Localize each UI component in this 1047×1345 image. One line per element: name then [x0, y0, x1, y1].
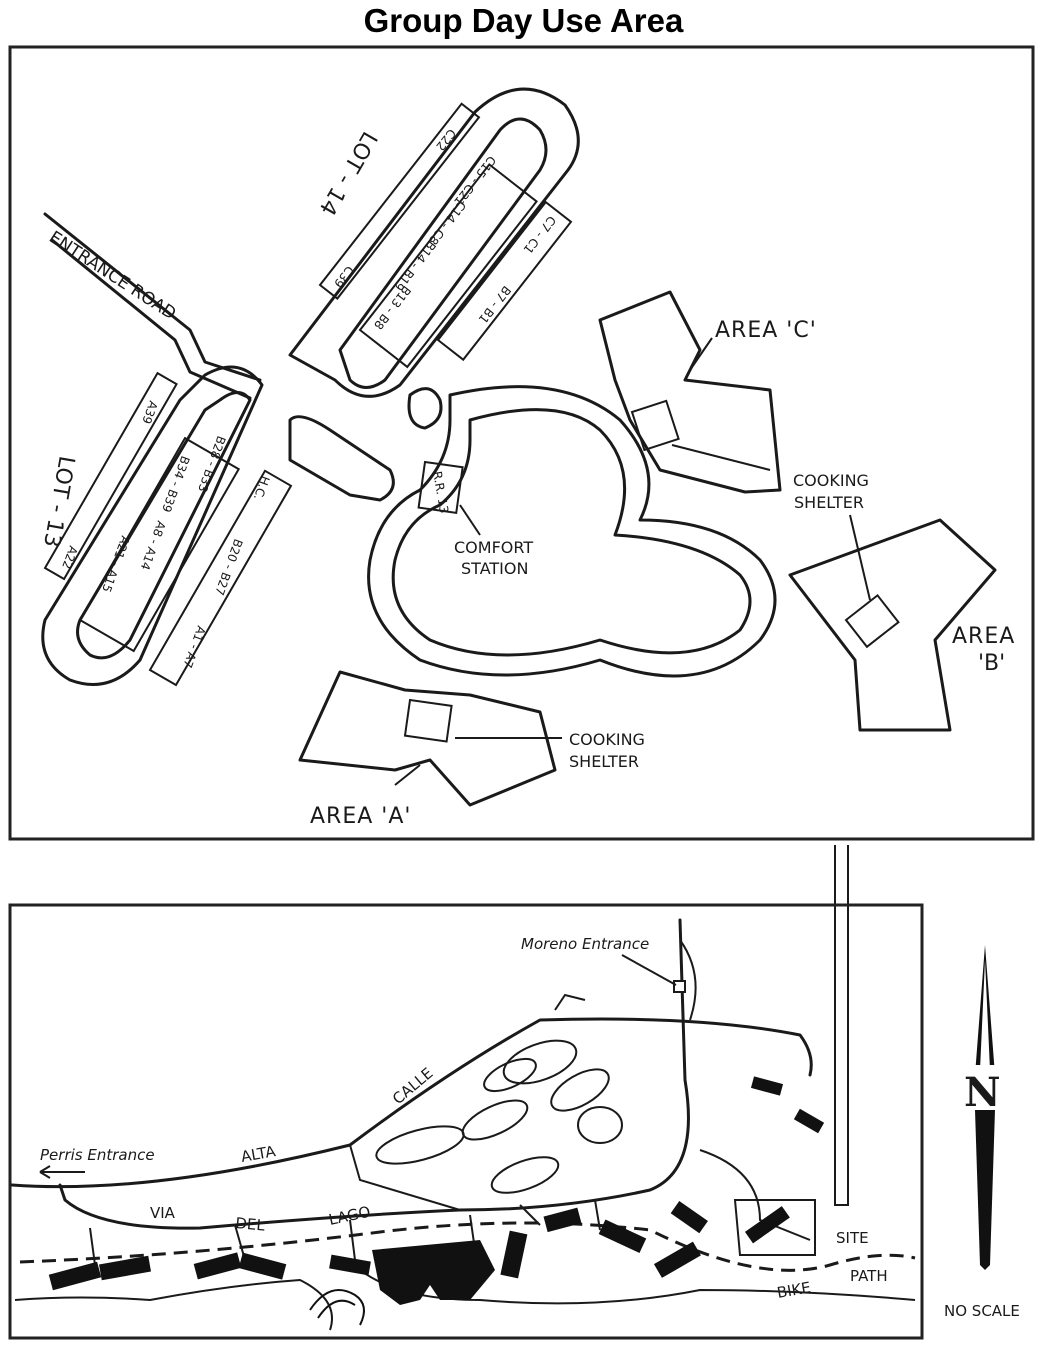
- area-b-zone: [788, 514, 997, 732]
- overview-buildings: [48, 1076, 825, 1305]
- lot-13-space-b20-b27: B20 - B27: [212, 537, 245, 597]
- lot-13-label: LOT - 13: [38, 454, 79, 549]
- road-label-via: VIA: [150, 1204, 176, 1222]
- entrance-road-label: ENTRANCE ROAD: [45, 227, 179, 324]
- perris-entrance-arrow: [39, 1165, 85, 1179]
- lot-14-space-blocks: [318, 102, 573, 369]
- moreno-entrance-label: Moreno Entrance: [521, 935, 649, 953]
- lot-13-space-b28-b33: B28 - B33: [195, 434, 228, 494]
- upper-shelter-marker: [554, 993, 586, 1011]
- overview-roads: [10, 918, 813, 1266]
- area-b-label-line2: 'B': [978, 651, 1005, 676]
- cooking-shelter-a-line1: COOKING: [569, 730, 645, 749]
- area-a-label: AREA 'A': [310, 804, 411, 829]
- lot-14-space-c7-c1: C7 - C1: [521, 213, 559, 256]
- moreno-entrance-gate: [673, 980, 686, 993]
- lot-13-space-a21-a15: A21 - A15: [99, 534, 132, 594]
- area-a-zone: [298, 670, 562, 807]
- comfort-station-label-1: COMFORT: [454, 538, 533, 557]
- road-label-lago: LAGO: [327, 1203, 372, 1229]
- area-b-label-line1: AREA: [952, 624, 1015, 649]
- overview-map-frame: [8, 903, 924, 1340]
- moreno-entrance-leader: [621, 954, 677, 986]
- lot-14-label: LOT - 14: [314, 127, 382, 219]
- north-arrow-icon: [966, 945, 1006, 1270]
- north-label: N: [964, 1069, 1001, 1116]
- detail-connector-line: [834, 845, 849, 1206]
- lot-13-space-a8-a14: A8 - A14: [138, 519, 169, 572]
- cooking-shelter-a-line2: SHELTER: [569, 752, 639, 771]
- site-label: SITE: [836, 1229, 869, 1247]
- comfort-station: [417, 460, 481, 536]
- lot-13-loop: [41, 365, 264, 686]
- site-highlight-box: [733, 1199, 816, 1256]
- bike-path-label-1: BIKE: [776, 1278, 813, 1302]
- road-label-del: DEL: [235, 1214, 266, 1235]
- detail-map-frame: [8, 45, 1035, 841]
- overview-islands: [375, 1039, 623, 1194]
- bike-path: [19, 1221, 916, 1272]
- scale-note: NO SCALE: [944, 1302, 1020, 1320]
- lot-14-loop: [288, 87, 580, 398]
- lot-13-space-b34-b39: B34 - B39: [159, 454, 192, 514]
- area-c-zone: [598, 290, 782, 494]
- cooking-shelter-c-line1: COOKING: [793, 471, 869, 490]
- lot-13-space-blocks: [43, 371, 293, 687]
- bike-path-label-2: PATH: [850, 1267, 888, 1285]
- cooking-shelter-c-line2: SHELTER: [794, 493, 864, 512]
- entrance-road: [43, 212, 262, 400]
- comfort-station-label-2: STATION: [461, 559, 528, 578]
- marina-docks: [309, 1289, 365, 1326]
- lot-13-space-a1-a7: A1 - A7: [180, 624, 208, 670]
- lot-13-space-a39: A39: [139, 399, 160, 426]
- road-label-alta: ALTA: [240, 1142, 278, 1166]
- perris-entrance-label: Perris Entrance: [40, 1146, 155, 1164]
- area-c-label: AREA 'C': [715, 318, 817, 343]
- central-walkway-loop: [288, 385, 777, 678]
- page-title: Group Day Use Area: [363, 2, 684, 39]
